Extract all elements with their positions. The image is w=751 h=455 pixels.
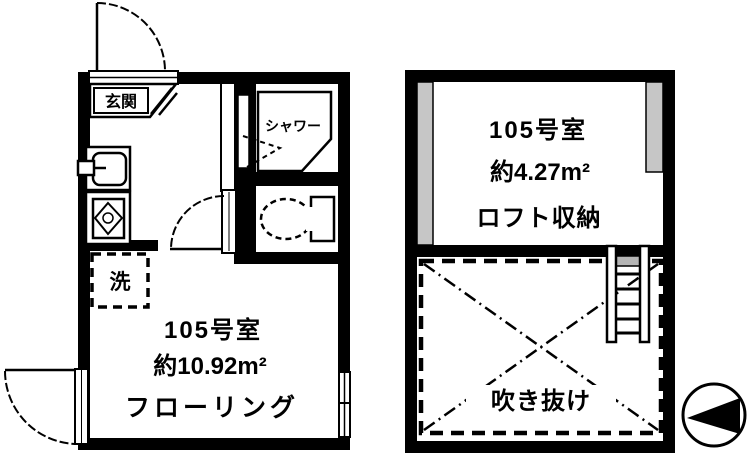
loft-area-label: 約4.27m² — [490, 158, 590, 186]
entrance-door-icon — [95, 2, 166, 72]
plan-loft-floor: 105号室 約4.27m² ロフト収納 吹き抜け — [405, 70, 675, 453]
void-label-backing — [466, 385, 616, 415]
balcony-door-icon — [4, 368, 89, 445]
shower-door — [237, 94, 250, 169]
area-label: 約10.92m² — [153, 352, 266, 380]
ladder-icon — [605, 244, 651, 344]
stove-icon — [84, 190, 132, 246]
shower-tray-icon — [256, 90, 333, 173]
wall-toilet-bottom — [234, 252, 350, 264]
shower-room: シャワー — [237, 90, 333, 173]
laundry-label: 洗 — [110, 271, 131, 294]
room-label: 105号室 — [164, 316, 262, 344]
flooring-label: フローリング — [125, 394, 299, 422]
wall-bottom — [78, 438, 350, 450]
toilet-icon — [259, 197, 313, 241]
loft-shade-right — [645, 81, 664, 173]
void-x-mark — [423, 262, 659, 432]
wall-shower-toilet — [234, 172, 350, 186]
shower-label: シャワー — [265, 118, 321, 134]
genkan-step: 玄関 — [88, 82, 179, 119]
toilet-room — [259, 195, 336, 243]
loft-wall-top — [405, 70, 675, 82]
entrance-label: 玄関 — [105, 92, 137, 111]
void-dashed-border — [418, 258, 664, 436]
toilet-joint — [306, 207, 314, 231]
shower-door-swing-icon — [242, 135, 283, 168]
void-label: 吹き抜け — [491, 388, 591, 415]
loft-shade-left — [416, 81, 434, 246]
void-area: 吹き抜け — [418, 258, 664, 436]
loft-wall-left — [405, 70, 417, 453]
toilet-door-icon — [170, 189, 237, 254]
loft-storage-label: ロフト収納 — [477, 204, 602, 232]
plan-main-floor: 玄関 洗 シャワー — [4, 2, 351, 450]
compass-icon — [681, 382, 747, 448]
laundry-box: 洗 — [90, 252, 150, 309]
window — [338, 371, 351, 438]
toilet-tank — [309, 195, 336, 243]
sink-icon — [76, 145, 132, 192]
wall-kitchen-stub — [78, 240, 158, 251]
loft-wall-middle — [417, 245, 663, 257]
loft-wall-bottom — [405, 441, 675, 453]
loft-wall-right — [663, 70, 675, 453]
loft-room-label: 105号室 — [489, 116, 587, 144]
